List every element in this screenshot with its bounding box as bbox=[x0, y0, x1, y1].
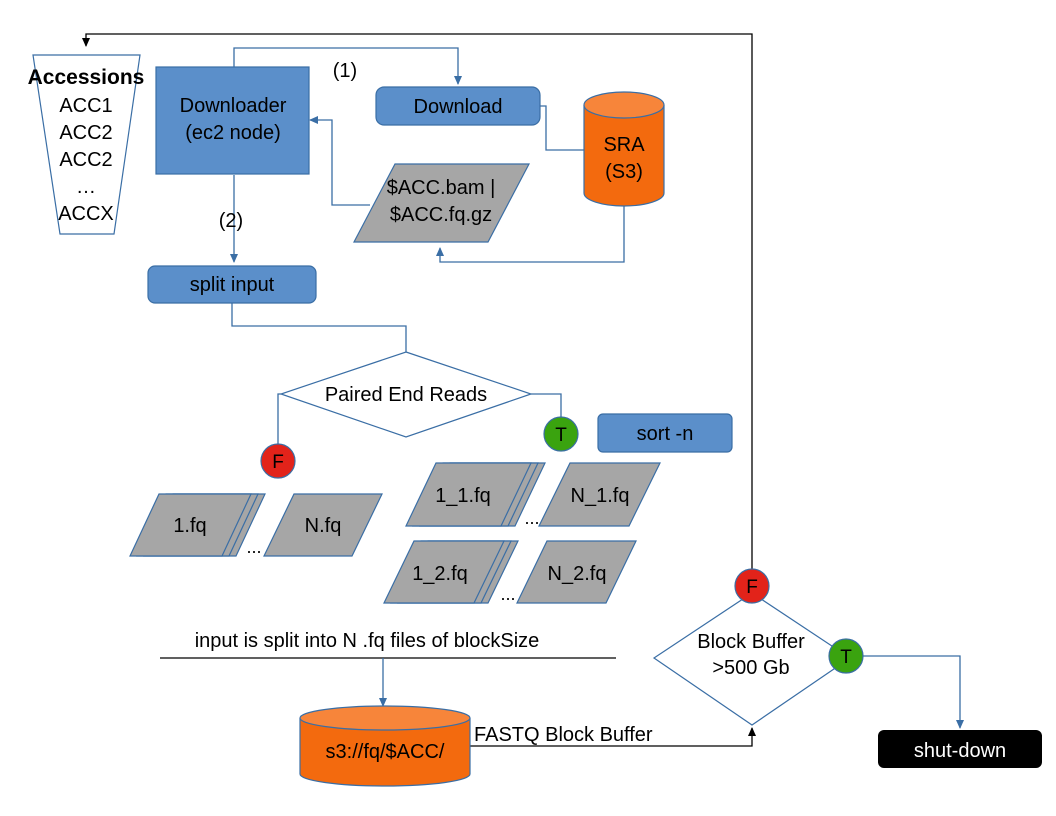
sra-sublabel: (S3) bbox=[605, 161, 643, 183]
single-file-last: N.fq bbox=[305, 515, 342, 537]
paired-end-decision: Paired End Reads bbox=[279, 351, 533, 438]
false-flag: F bbox=[260, 443, 296, 479]
accession-item: ACC2 bbox=[59, 122, 112, 144]
buffer-true-flag-label: T bbox=[840, 647, 852, 668]
downloader-sublabel: (ec2 node) bbox=[185, 122, 281, 144]
single-file-ellipsis: ... bbox=[246, 537, 261, 557]
sort-step: sort -n bbox=[597, 413, 733, 453]
shutdown-terminal: shut-down bbox=[878, 730, 1042, 768]
download-label: Download bbox=[414, 96, 503, 118]
step-2-label: (2) bbox=[219, 210, 243, 232]
s3-to-buffer-arrow bbox=[470, 727, 756, 747]
false-flag-label: F bbox=[272, 452, 284, 473]
to-shutdown-arrow bbox=[862, 655, 964, 729]
paired-file-r2-last: N_2.fq bbox=[548, 563, 607, 585]
file-to-downloader-arrow bbox=[309, 116, 370, 206]
sra-to-file-arrow bbox=[436, 205, 625, 263]
split-to-decision-connector bbox=[231, 303, 407, 352]
split-note: input is split into N .fq files of block… bbox=[195, 630, 540, 652]
paired-file-r2-ellipsis: ... bbox=[500, 584, 515, 604]
false-branch-connector bbox=[277, 393, 281, 444]
buffer-false-flag: F bbox=[734, 568, 770, 604]
paired-end-files: 1_1.fq ... N_1.fq 1_2.fq ... N_2.fq bbox=[383, 462, 661, 604]
downloader-node: Downloader (ec2 node) bbox=[155, 66, 310, 175]
split-input-step: split input bbox=[147, 265, 317, 304]
accession-item: ACCX bbox=[58, 203, 114, 225]
buffer-false-flag-label: F bbox=[746, 577, 758, 598]
accessions-title: Accessions bbox=[28, 66, 145, 89]
download-step: Download bbox=[375, 86, 541, 126]
sra-storage: SRA (S3) bbox=[583, 91, 665, 207]
to-download-arrow bbox=[233, 47, 462, 85]
downloaded-file-bam: $ACC.bam | bbox=[387, 177, 496, 199]
paired-file-r1-first: 1_1.fq bbox=[435, 485, 491, 507]
single-end-files: 1.fq ... N.fq bbox=[129, 493, 383, 557]
accession-item: ACC2 bbox=[59, 149, 112, 171]
download-sra-connector bbox=[540, 105, 584, 151]
shutdown-label: shut-down bbox=[914, 740, 1006, 762]
step-1-label: (1) bbox=[333, 60, 357, 82]
sort-label: sort -n bbox=[637, 423, 694, 445]
block-buffer-label: Block Buffer bbox=[697, 631, 805, 653]
s3-bucket: s3://fq/$ACC/ bbox=[299, 705, 471, 787]
accessions-list: Accessions ACC1 ACC2 ACC2 … ACCX bbox=[28, 54, 145, 235]
split-input-label: split input bbox=[190, 274, 275, 296]
single-file-first: 1.fq bbox=[173, 515, 206, 537]
buffer-true-flag: T bbox=[828, 638, 864, 674]
paired-file-r1-last: N_1.fq bbox=[571, 485, 630, 507]
block-buffer-threshold: >500 Gb bbox=[712, 657, 789, 679]
buffer-label: FASTQ Block Buffer bbox=[474, 724, 653, 746]
true-branch-connector bbox=[531, 393, 562, 418]
true-flag-label: T bbox=[555, 425, 567, 446]
downloader-label: Downloader bbox=[180, 95, 287, 117]
loop-back-arrow bbox=[82, 33, 753, 576]
paired-file-r1-ellipsis: ... bbox=[524, 508, 539, 528]
downloaded-file: $ACC.bam | $ACC.fq.gz bbox=[353, 163, 530, 243]
true-flag: T bbox=[543, 416, 579, 452]
paired-file-r2-first: 1_2.fq bbox=[412, 563, 468, 585]
accession-item: … bbox=[76, 176, 96, 198]
downloaded-file-fq: $ACC.fq.gz bbox=[390, 204, 492, 226]
accession-item: ACC1 bbox=[59, 95, 112, 117]
block-buffer-decision: Block Buffer >500 Gb bbox=[652, 592, 852, 726]
s3-bucket-label: s3://fq/$ACC/ bbox=[326, 741, 445, 763]
sra-label: SRA bbox=[603, 134, 645, 156]
paired-end-label: Paired End Reads bbox=[325, 384, 487, 406]
